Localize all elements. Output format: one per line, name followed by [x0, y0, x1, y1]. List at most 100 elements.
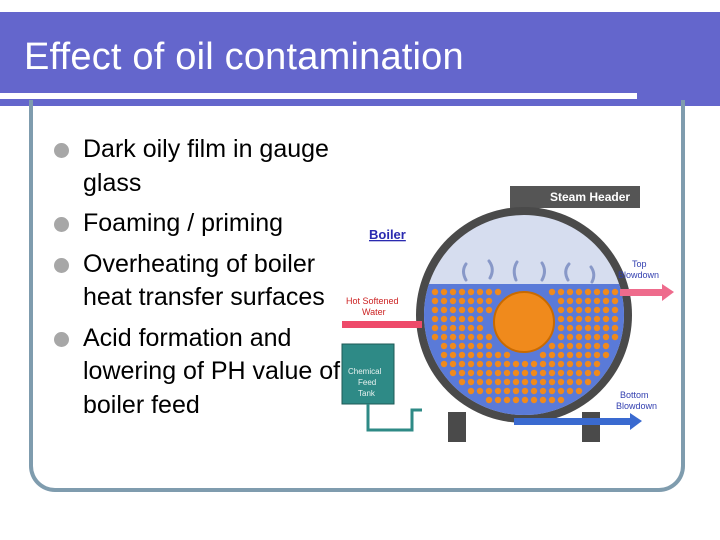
fire-tube-dot	[566, 387, 574, 395]
fire-tube-dot	[503, 360, 511, 368]
furnace	[493, 291, 555, 353]
fire-tube-dot	[512, 387, 520, 395]
fire-tube-dot	[557, 369, 565, 377]
fire-tube-dot	[512, 378, 520, 386]
fire-tube-dot	[557, 315, 565, 323]
fire-tube-dot	[557, 324, 565, 332]
fire-tube-dot	[485, 351, 493, 359]
fire-tube-dot	[539, 369, 547, 377]
fire-tube-dot	[485, 288, 493, 296]
fire-tube-dot	[440, 324, 448, 332]
fire-tube-dot	[602, 333, 610, 341]
fire-tube-dot	[566, 342, 574, 350]
fire-tube-dot	[431, 333, 439, 341]
fire-tube-dot	[458, 351, 466, 359]
fire-tube-dot	[467, 360, 475, 368]
fire-tube-dot	[467, 387, 475, 395]
fire-tube-dot	[557, 288, 565, 296]
fire-tube-dot	[566, 315, 574, 323]
fire-tube-dot	[593, 360, 601, 368]
bullet-text: Overheating of boiler heat transfer surf…	[83, 249, 325, 312]
boiler-leg-right	[582, 412, 600, 442]
fire-tube-dot	[485, 387, 493, 395]
fire-tube-dot	[602, 297, 610, 305]
fire-tube-dot	[449, 360, 457, 368]
fire-tube-dot	[485, 306, 493, 314]
fire-tube-dot	[539, 360, 547, 368]
fire-tube-dot	[476, 360, 484, 368]
fire-tube-dot	[611, 288, 619, 296]
bottom-blowdown-label: Bottom	[620, 390, 649, 400]
fire-tube-dot	[458, 288, 466, 296]
fire-tube-dot	[485, 360, 493, 368]
fire-tube-dot	[575, 378, 583, 386]
fire-tube-dot	[503, 396, 511, 404]
bullet-list: Dark oily film in gauge glass Foaming / …	[54, 133, 354, 429]
fire-tube-dot	[584, 315, 592, 323]
fire-tube-dot	[557, 297, 565, 305]
fire-tube-dot	[593, 306, 601, 314]
fire-tube-dot	[557, 306, 565, 314]
fire-tube-dot	[557, 378, 565, 386]
fire-tube-dot	[611, 333, 619, 341]
bullet-dot-icon	[54, 143, 69, 158]
fire-tube-dot	[521, 378, 529, 386]
fire-tube-dot	[485, 378, 493, 386]
fire-tube-dot	[575, 333, 583, 341]
fire-tube-dot	[494, 387, 502, 395]
fire-tube-dot	[548, 288, 556, 296]
fire-tube-dot	[458, 360, 466, 368]
fire-tube-dot	[593, 324, 601, 332]
fire-tube-dot	[431, 306, 439, 314]
fire-tube-dot	[539, 387, 547, 395]
fire-tube-dot	[593, 288, 601, 296]
fire-tube-dot	[476, 306, 484, 314]
fire-tube-dot	[449, 288, 457, 296]
title-bar: Effect of oil contamination	[0, 12, 720, 106]
fire-tube-dot	[503, 369, 511, 377]
fire-tube-dot	[575, 369, 583, 377]
fire-tube-dot	[575, 315, 583, 323]
fire-tube-dot	[467, 297, 475, 305]
fire-tube-dot	[584, 324, 592, 332]
boiler-leg-left	[448, 412, 466, 442]
fire-tube-dot	[530, 369, 538, 377]
fire-tube-dot	[458, 342, 466, 350]
fire-tube-dot	[575, 306, 583, 314]
fire-tube-dot	[440, 333, 448, 341]
fire-tube-dot	[449, 369, 457, 377]
fire-tube-dot	[485, 396, 493, 404]
fire-tube-dot	[485, 342, 493, 350]
bullet-dot-icon	[54, 257, 69, 273]
hot-water-label: Hot Softened	[346, 296, 399, 306]
fire-tube-dot	[566, 324, 574, 332]
fire-tube-dot	[485, 333, 493, 341]
fire-tube-dot	[593, 297, 601, 305]
hot-water-label-2: Water	[362, 307, 386, 317]
fire-tube-dot	[485, 297, 493, 305]
fire-tube-dot	[530, 378, 538, 386]
fire-tube-dot	[557, 387, 565, 395]
steam-header-pipe	[510, 186, 640, 208]
fire-tube-dot	[566, 297, 574, 305]
top-blowdown-label: Top	[632, 259, 647, 269]
fire-tube-dot	[476, 378, 484, 386]
boiler-diagram: Steam Header Boiler Top Blowdown Hot Sof…	[341, 186, 674, 442]
fire-tube-dot	[449, 324, 457, 332]
fire-tube-dot	[584, 288, 592, 296]
fire-tube-dot	[602, 342, 610, 350]
fire-tube-dot	[476, 387, 484, 395]
bullet-item: Foaming / priming	[54, 207, 354, 241]
fire-tube-dot	[548, 351, 556, 359]
fire-tube-dot	[611, 297, 619, 305]
fire-tube-dot	[467, 315, 475, 323]
fire-tube-dot	[566, 333, 574, 341]
fire-tube-dot	[431, 297, 439, 305]
fire-tube-dot	[449, 351, 457, 359]
fire-tube-dot	[494, 351, 502, 359]
fire-tube-dot	[602, 288, 610, 296]
chemical-tank-label: Chemical	[348, 367, 382, 376]
chemical-tank-label-3: Tank	[358, 389, 376, 398]
bottom-blowdown-arrow-icon	[630, 413, 642, 430]
fire-tube-dot	[575, 324, 583, 332]
